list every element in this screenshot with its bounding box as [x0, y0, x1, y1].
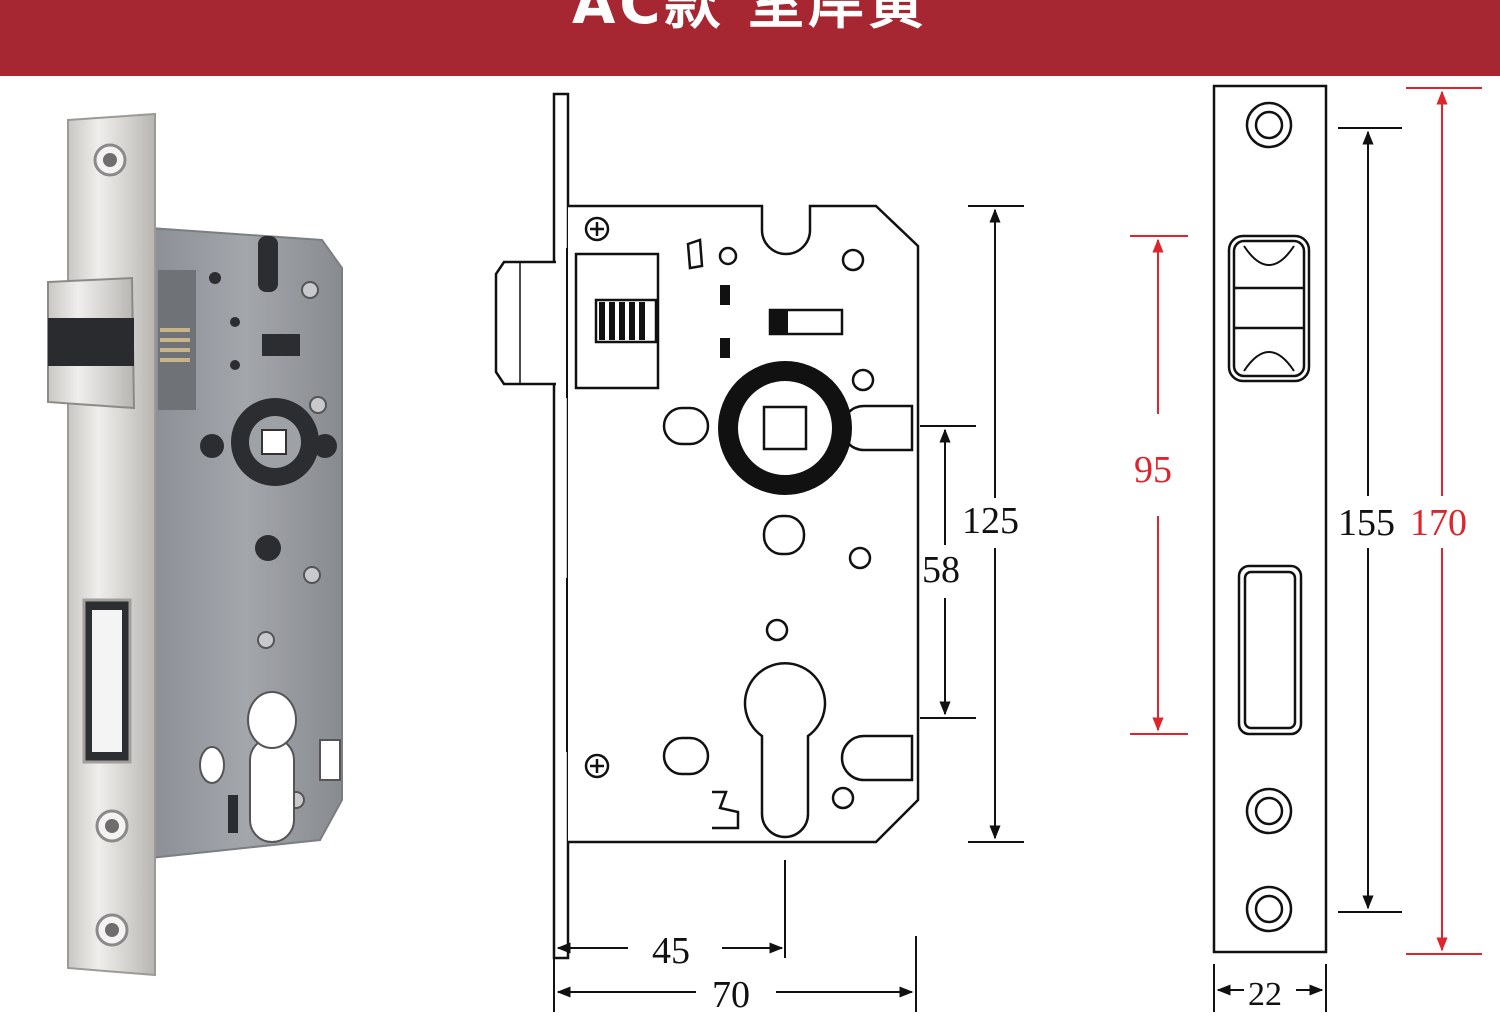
- dimension-58: 58: [922, 549, 960, 591]
- side-view-drawing: [494, 92, 920, 960]
- dimension-170: 170: [1410, 502, 1467, 544]
- dimension-155: 155: [1338, 502, 1395, 544]
- page-title: AC款 室岸黄: [572, 0, 928, 37]
- dimension-95: 95: [1134, 449, 1172, 491]
- dimension-125: 125: [962, 500, 1019, 542]
- lock-photo: [47, 112, 343, 977]
- side-view-dimension-lines: [553, 205, 1024, 1012]
- faceplate-drawing: [1212, 84, 1328, 954]
- dimension-45: 45: [652, 930, 690, 972]
- dimension-70: 70: [712, 974, 750, 1016]
- faceplate-dimension-lines: [1130, 87, 1482, 1012]
- dimension-22: 22: [1248, 976, 1282, 1013]
- header-banner: AC款 室岸黄: [0, 0, 1500, 76]
